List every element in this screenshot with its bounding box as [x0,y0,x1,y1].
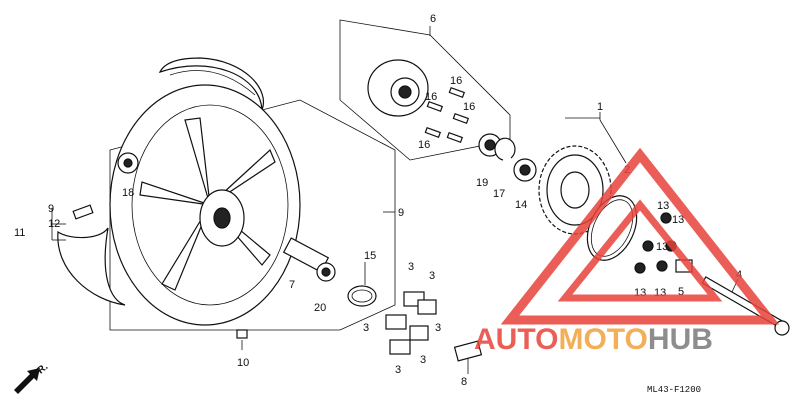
callout-16: 16 [463,101,475,113]
wheel-rim-inner [131,104,289,306]
circlip-17 [494,137,516,161]
callout-13: 13 [656,241,668,253]
callout-3: 3 [363,322,369,334]
callout-6: 6 [430,13,436,25]
sprocket-1-center [560,171,590,209]
spoke [139,181,211,206]
watermark-text-moto: MOTO [558,323,647,356]
oring-15-inner [351,289,373,303]
stud-16 [448,86,466,98]
weight-10 [236,329,248,339]
callout-16: 16 [425,91,437,103]
arrow-icon [14,368,40,394]
drawing-code: ML43-F1200 [647,385,701,395]
callout-7: 7 [289,279,295,291]
callout-16: 16 [450,75,462,87]
callout-3: 3 [429,270,435,282]
watermark-logo: AUTO MOTO HUB [474,147,780,356]
bearing-19-bore [484,139,496,151]
damper-3 [409,325,429,341]
wheel-assembly [57,57,396,339]
spoke [184,117,211,206]
watermark-text-auto: AUTO [474,323,558,356]
nut-13 [656,260,668,272]
tire-side [57,227,126,306]
callout-11: 11 [14,227,25,239]
callout-10: 10 [237,357,249,369]
callout-16: 16 [418,139,430,151]
bearing-14-bore [519,164,531,176]
callout-15: 15 [364,250,376,262]
callout-5: 5 [678,286,684,298]
tire-tread [169,70,256,96]
oring-15 [347,285,377,307]
callout-19: 19 [476,177,488,189]
nut-13 [660,212,672,224]
stud-16 [424,126,442,138]
damper-3 [389,339,411,355]
damper-3 [385,314,407,330]
tire-top [158,57,264,111]
flange-6-bore [398,85,412,99]
wheel-group-outline [109,99,396,331]
callout-17: 17 [493,188,505,200]
leader-lines [51,26,739,374]
collar-8 [453,340,483,362]
callout-1: 1 [597,101,603,113]
bearing-18-bore [123,158,133,168]
stud-16 [426,100,444,112]
callout-3: 3 [435,322,441,334]
flange-assembly [339,19,511,161]
nut-13 [642,240,654,252]
callout-3: 3 [408,261,414,273]
watermark-text-hub: HUB [648,323,713,356]
callout-14: 14 [515,199,527,211]
front-arrow: FR. [14,361,50,394]
watermark-triangle-inner [557,199,723,302]
callout-13: 13 [657,200,669,212]
callout-9: 9 [48,203,54,215]
callout-3: 3 [395,364,401,376]
callout-8: 8 [461,376,467,388]
callout-9: 9 [398,207,404,219]
spoke [161,204,211,291]
callouts: 1 2 3 3 3 3 3 3 4 5 6 7 8 9 9 10 11 12 1… [14,13,742,388]
hub-bore [213,207,231,229]
callout-13: 13 [672,214,684,226]
callout-3: 3 [420,354,426,366]
stud-16 [452,112,470,124]
watermark-triangle-outer [500,147,780,325]
valve-12 [72,204,94,220]
callout-20: 20 [314,302,326,314]
stud-16 [446,131,464,143]
damper-set [385,291,437,355]
bearing-20-bore [321,267,331,277]
callout-12: 12 [48,218,60,230]
nut-13 [634,262,646,274]
callout-18: 18 [122,187,134,199]
damper-3 [417,299,437,315]
